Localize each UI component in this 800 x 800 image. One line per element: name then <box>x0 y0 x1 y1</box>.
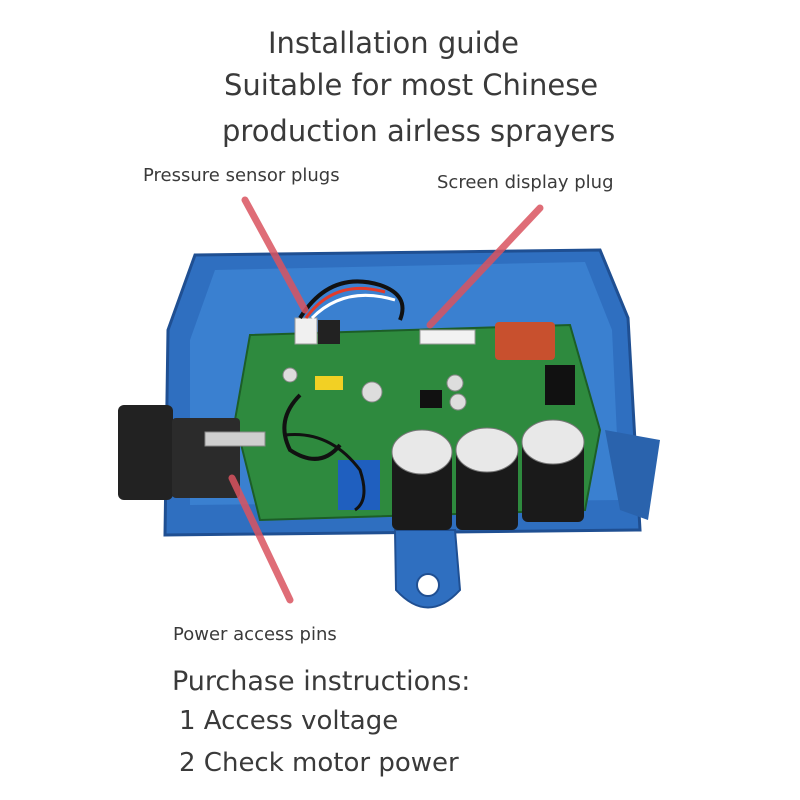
power-access-label: Power access pins <box>173 624 337 645</box>
enclosure-notch <box>605 430 660 520</box>
ic-chip <box>420 390 442 408</box>
film-capacitor <box>495 322 555 360</box>
arrow-pressure <box>241 196 309 314</box>
purchase-heading: Purchase instructions: <box>172 666 471 697</box>
purchase-item-2: 2 Check motor power <box>179 748 459 778</box>
purchase-item-1: 1 Access voltage <box>179 706 399 736</box>
mounting-tab <box>393 529 462 609</box>
pressure-connector-1 <box>294 317 318 345</box>
power-module <box>545 365 575 405</box>
title-line-1: Installation guide <box>268 26 519 60</box>
screen-display-label: Screen display plug <box>437 172 614 193</box>
pressure-connector-2 <box>318 320 340 344</box>
screen-connector <box>419 329 476 345</box>
arrow-power <box>228 474 294 604</box>
mounting-hole <box>416 573 440 597</box>
power-switch <box>118 405 266 500</box>
arrow-screen <box>426 204 544 329</box>
electrolytic-capacitors <box>391 419 585 530</box>
pressure-sensor-label: Pressure sensor plugs <box>143 165 340 186</box>
callout-arrows <box>228 196 544 604</box>
title-line-3: production airless sprayers <box>222 114 616 148</box>
title-line-2: Suitable for most Chinese <box>224 68 599 102</box>
